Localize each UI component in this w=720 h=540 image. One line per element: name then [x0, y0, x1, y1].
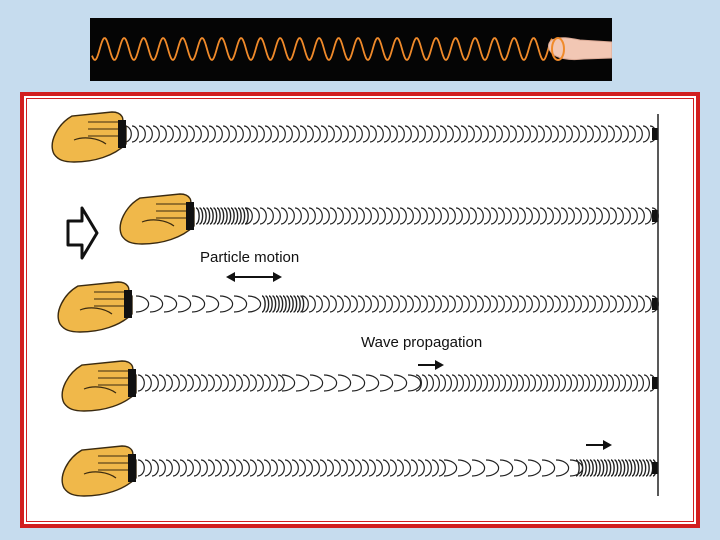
spring-coil-segment [576, 460, 656, 476]
particle-motion-label: Particle motion [200, 249, 299, 266]
spring-coil-segment [138, 375, 284, 391]
spring-end-cap [652, 210, 658, 222]
spring-coil-segment [282, 375, 421, 391]
wave-propagation-arrow-2 [586, 440, 612, 450]
spring-coil-segment [246, 208, 658, 224]
spring-coil-segment [444, 460, 583, 476]
spring-wave-line [92, 38, 552, 60]
hand-palm [52, 112, 126, 162]
spring-holder [186, 202, 194, 230]
spring-coil-segment [196, 208, 248, 224]
spring-coil-segment [262, 296, 304, 312]
spring-row-1 [125, 126, 658, 142]
spring-row-2 [196, 208, 658, 224]
spring-coil-segment [302, 296, 658, 312]
longitudinal-wave-diagram [24, 96, 696, 524]
spring-photo-graphic [90, 18, 612, 81]
hands-layer [52, 112, 194, 496]
spring-holder [124, 290, 132, 318]
hand-palm [120, 194, 194, 244]
spring-end-cap [652, 298, 658, 310]
wave-propagation-label: Wave propagation [361, 334, 482, 351]
spring-row-5 [138, 460, 658, 476]
slinky-diagram-frame: Particle motion Wave propagation [20, 92, 700, 528]
spring-coil-segment [138, 460, 445, 476]
spring-holder [118, 120, 126, 148]
spring-row-3 [136, 296, 658, 312]
hollow-arrow-icon [68, 208, 97, 258]
hand-palm [58, 282, 132, 332]
particle-motion-arrow [226, 272, 282, 282]
spring-photo-strip [90, 18, 612, 81]
hand-palm [62, 446, 136, 496]
spring-holder [128, 369, 136, 397]
spring-holder [128, 454, 136, 482]
hand-icon [52, 112, 126, 162]
hand-icon [120, 194, 194, 244]
spring-coil-segment [416, 375, 655, 391]
spring-end-cap [652, 377, 658, 389]
spring-row-4 [138, 375, 658, 391]
hand-palm [62, 361, 136, 411]
spring-coil-segment [136, 296, 261, 312]
spring-end-cap [652, 128, 658, 140]
hand-icon [62, 361, 136, 411]
hand-icon [62, 446, 136, 496]
strip-hand-icon [549, 38, 612, 60]
spring-coil-segment [125, 126, 656, 142]
hand-icon [58, 282, 132, 332]
springs-layer [125, 114, 658, 496]
wave-propagation-arrow-1 [418, 360, 444, 370]
spring-end-cap [652, 462, 658, 474]
